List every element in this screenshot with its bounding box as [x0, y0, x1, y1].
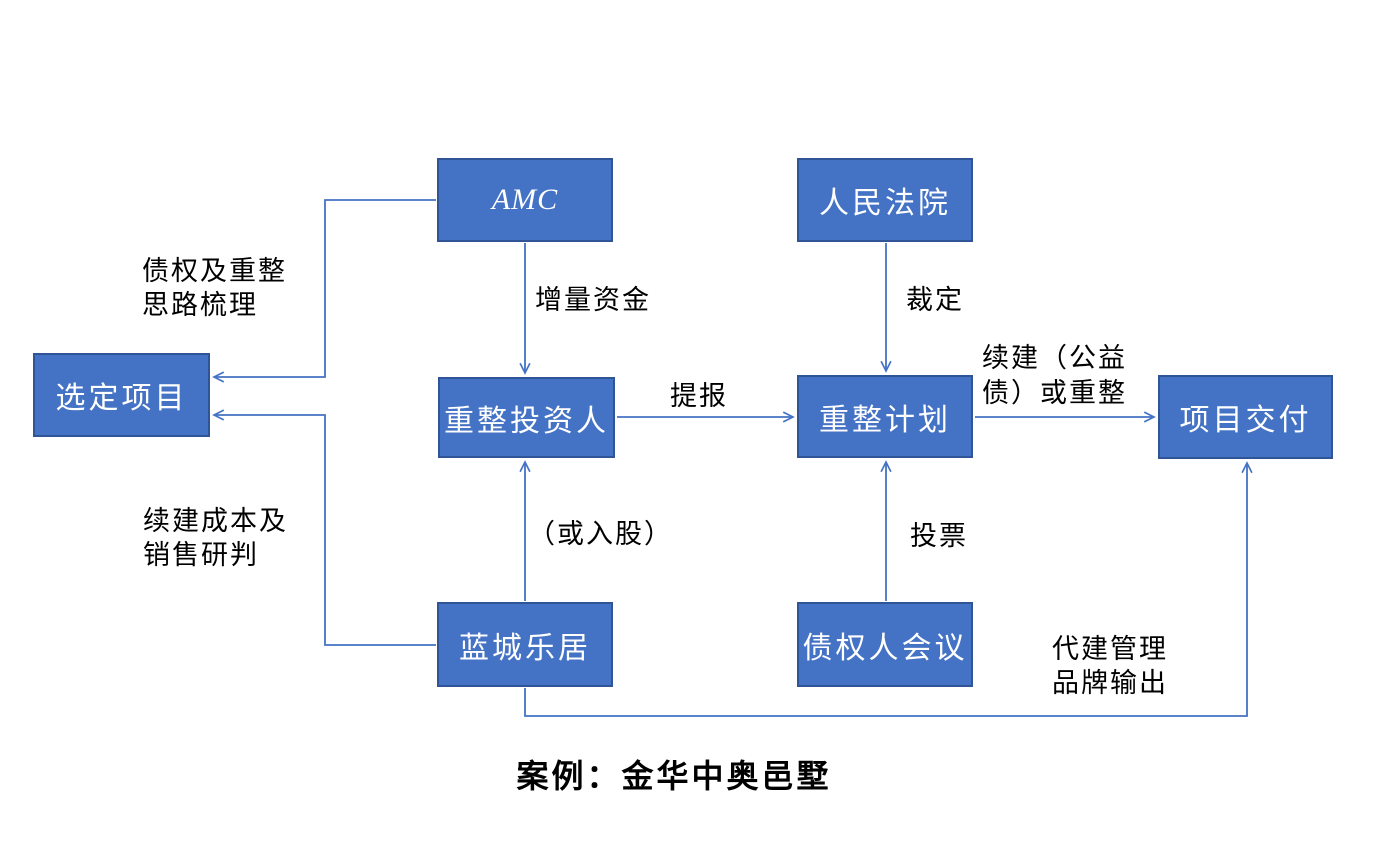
- case-caption: 案例：金华中奥邑墅: [516, 758, 832, 794]
- edge-label-line: 债权及重整: [142, 256, 287, 286]
- edge-label-incremental-funds: 增量资金: [535, 285, 651, 315]
- node-creditors-meeting: 债权人会议: [797, 602, 973, 687]
- edge-label-ruling: 裁定: [906, 285, 964, 315]
- edge-label-line: 销售研判: [143, 540, 259, 570]
- edge-label-line: 思路梳理: [142, 290, 258, 320]
- edge-label-agency-management-brand-output: 代建管理 品牌输出: [1052, 632, 1168, 700]
- node-peoples-court: 人民法院: [797, 158, 973, 242]
- edge-label-line: 债）或重整: [982, 378, 1127, 408]
- node-selected-project: 选定项目: [33, 353, 210, 437]
- node-restructuring-plan: 重整计划: [797, 375, 973, 458]
- node-project-delivery: 项目交付: [1158, 375, 1333, 459]
- edge-label-line: 代建管理: [1052, 634, 1168, 664]
- node-amc: AMC: [437, 158, 613, 242]
- edge-label-submission: 提报: [670, 381, 728, 411]
- node-restructuring-investor: 重整投资人: [438, 377, 615, 458]
- edge-label-line: 续建（公益: [982, 343, 1127, 373]
- edge-label-construction-cost-and-sales-analysis: 续建成本及 销售研判: [143, 504, 288, 572]
- edge-label-line: 品牌输出: [1052, 668, 1168, 698]
- edge-label-continue-construction-or-restructure: 续建（公益 债）或重整: [982, 341, 1127, 411]
- edge-label-voting: 投票: [910, 521, 968, 551]
- node-bluetown-leju: 蓝城乐居: [437, 602, 613, 687]
- edge-label-or-equity-participation: （或入股）: [528, 519, 673, 549]
- edge-label-line: 续建成本及: [143, 506, 288, 536]
- edge-label-claims-and-restructuring-review: 债权及重整 思路梳理: [142, 254, 287, 322]
